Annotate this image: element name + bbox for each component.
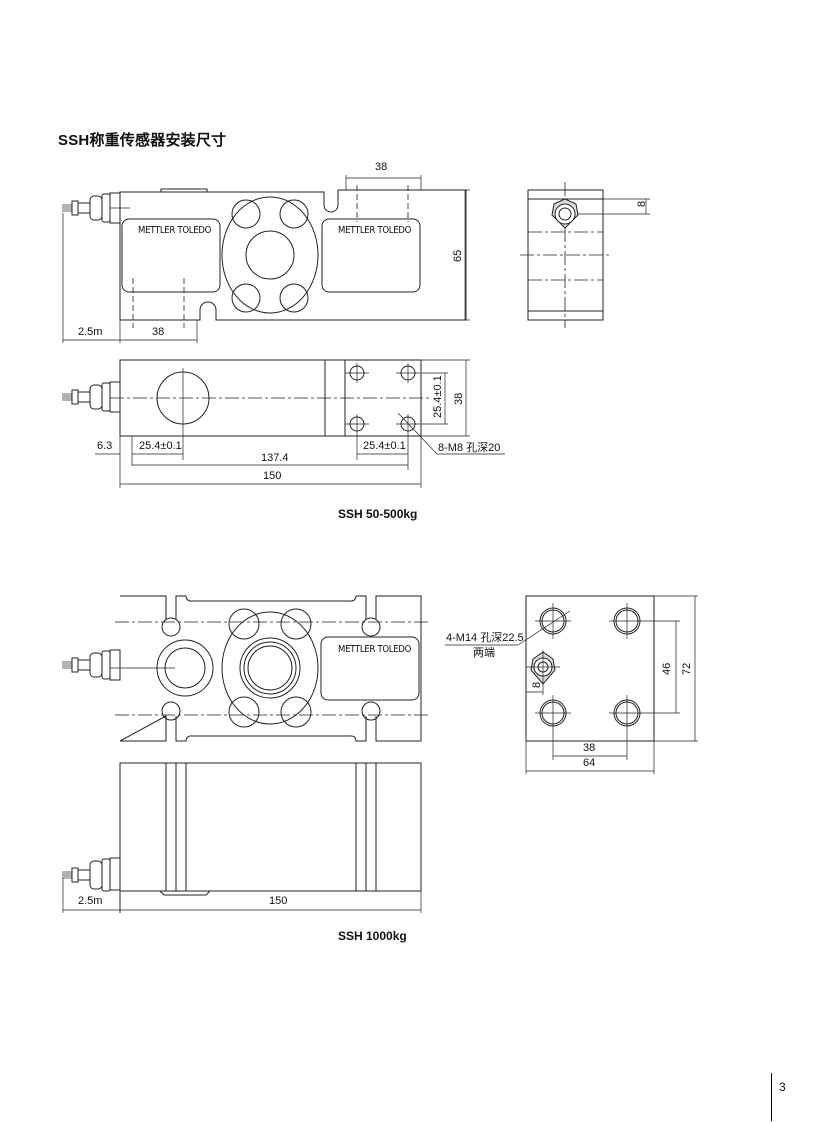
hex-nut-icon <box>526 650 560 695</box>
hole-note: 4-M14 孔深22.5 <box>446 631 524 644</box>
dim-label: 38 <box>453 393 465 405</box>
threaded-hole-icon <box>609 695 680 760</box>
dim-label: 150 <box>269 895 287 907</box>
dim-label: 38 <box>152 326 164 338</box>
logo-text: METTLER TOLEDO <box>338 225 412 236</box>
ssh1000-top-view: METTLER TOLEDO <box>62 595 430 742</box>
cable-connector-icon <box>62 381 121 413</box>
dim-label: 6.3 <box>97 440 112 452</box>
logo-text: METTLER TOLEDO <box>338 644 412 655</box>
cable-connector-icon <box>62 857 121 892</box>
dim-label: 2.5m <box>78 326 102 338</box>
hole-note: 8-M8 孔深20 <box>438 441 500 454</box>
dim-label: 137.4 <box>261 452 289 464</box>
threaded-hole-icon <box>535 603 571 639</box>
logo-text: METTLER TOLEDO <box>138 225 212 236</box>
dim-label: 2.5m <box>78 895 102 907</box>
hex-nut-icon <box>551 198 579 229</box>
caption-ssh-50-500kg: SSH 50-500kg <box>338 507 418 521</box>
threaded-hole-icon <box>535 695 571 760</box>
cable-connector-icon <box>62 649 121 681</box>
ssh1000-end-view: 8 4-M14 孔深22.5 两端 46 72 38 64 <box>445 595 698 774</box>
dim-label: 64 <box>583 757 595 769</box>
page-divider <box>771 1073 772 1121</box>
ssh500-front-view: METTLER TOLEDO METTLER TOLEDO 38 65 2.5m <box>62 161 470 343</box>
page-title: SSH称重传感器安装尺寸 <box>58 132 227 149</box>
dim-label: 25.4±0.1 <box>139 440 182 452</box>
dim-label: 25.4±0.1 <box>432 375 444 418</box>
dim-label: 38 <box>375 161 387 173</box>
dim-label: 65 <box>452 250 464 262</box>
dim-label: 8 <box>636 201 648 207</box>
page-number: 3 <box>779 1080 786 1094</box>
ssh500-plan-view: 8-M8 孔深20 25.4±0.1 38 6.3 25.4±0.1 25.4±… <box>62 359 505 488</box>
dim-label: 46 <box>661 663 673 675</box>
caption-ssh-1000kg: SSH 1000kg <box>338 929 407 943</box>
dim-label: 150 <box>263 470 281 482</box>
dim-label: 38 <box>583 742 595 754</box>
dim-label: 8 <box>531 682 543 688</box>
dim-label: 72 <box>681 663 693 675</box>
threaded-hole-icon <box>609 603 680 639</box>
ssh1000-side-view: 2.5m 150 <box>62 762 422 913</box>
dim-label: 25.4±0.1 <box>363 440 406 452</box>
ssh500-end-view: 8 <box>520 182 650 328</box>
hole-note: 两端 <box>473 646 495 659</box>
